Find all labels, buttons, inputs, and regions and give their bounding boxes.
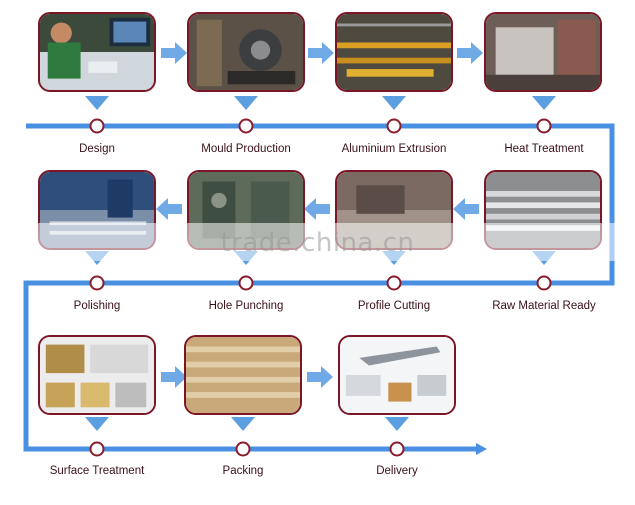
design-photo (38, 12, 156, 92)
step-label-design: Design (79, 143, 115, 155)
step-label-surface-treatment: Surface Treatment (49, 465, 145, 477)
watermark-band (0, 223, 635, 261)
step-label-aluminium-extrusion: Aluminium Extrusion (341, 143, 447, 155)
delivery-photo (338, 335, 456, 415)
step-label-polishing: Polishing (73, 300, 121, 312)
step-label-profile-cutting: Profile Cutting (357, 300, 431, 312)
end-arrow-icon (476, 443, 487, 455)
step-label-delivery: Delivery (376, 465, 418, 477)
step-label-heat-treatment: Heat Treatment (504, 143, 584, 155)
step-nodes (89, 118, 552, 457)
mould-production-photo (187, 12, 305, 92)
step-label-raw-material-ready: Raw Material Ready (492, 300, 596, 312)
step-label-packing: Packing (222, 465, 264, 477)
aluminium-extrusion-photo (335, 12, 453, 92)
step-label-mould-production: Mould Production (201, 143, 291, 155)
flow-arrows (156, 42, 483, 388)
surface-treatment-photo (38, 335, 156, 415)
packing-photo (184, 335, 302, 415)
step-label-hole-punching: Hole Punching (208, 300, 284, 312)
heat-treatment-photo (484, 12, 602, 92)
watermark: trade.china.cn (220, 228, 415, 258)
